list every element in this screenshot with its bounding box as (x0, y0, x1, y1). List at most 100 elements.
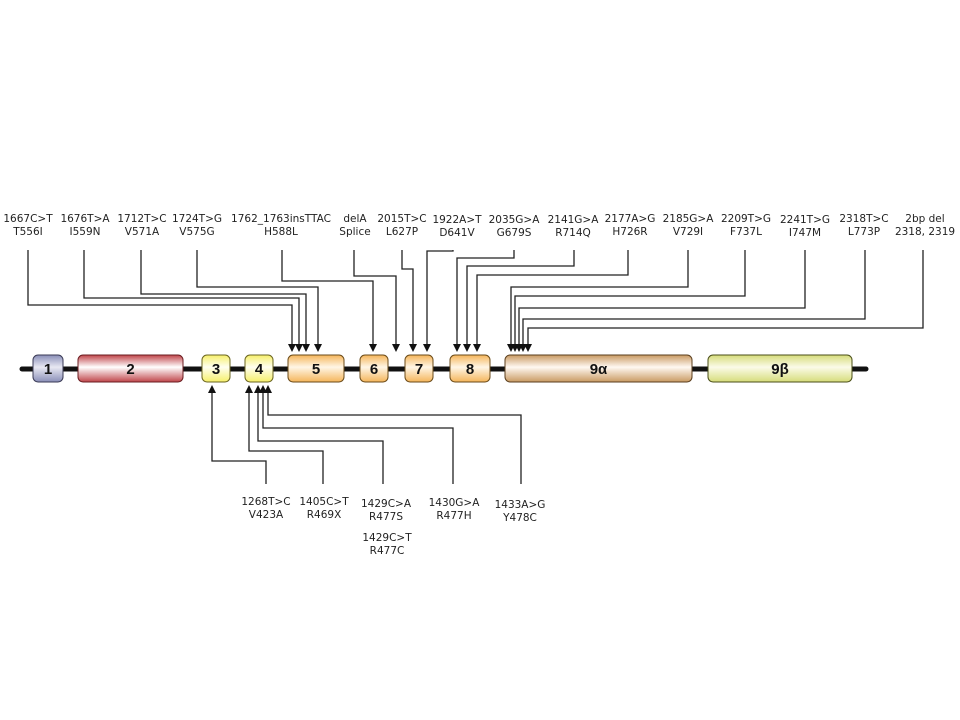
protein-change: R714Q (555, 227, 591, 239)
protein-change: Y478C (503, 512, 537, 524)
exon-10: 9β (707, 354, 853, 383)
exon-label: 9β (771, 361, 789, 378)
protein-change: Splice (339, 226, 371, 238)
protein-change: D641V (439, 227, 475, 239)
nucleotide-change: 1268T>C (241, 496, 291, 508)
mutation-connector-bottom (262, 393, 454, 484)
mutation-connector-top (83, 250, 300, 344)
mutation-connector-top (510, 250, 689, 344)
nucleotide-change: 1676T>A (60, 213, 110, 225)
exon-label: 3 (212, 361, 220, 378)
nucleotide-change: 2241T>G (779, 214, 831, 226)
protein-change: R477H (436, 510, 472, 522)
protein-change: R477C (369, 545, 405, 557)
mutation-connector-top (527, 250, 924, 344)
exon-5: 5 (287, 354, 345, 383)
mutation-connector-top (514, 250, 746, 344)
exon-label: 9α (590, 361, 608, 378)
exon-4: 4 (244, 354, 274, 383)
protein-change: 2318, 2319 (894, 226, 956, 238)
mutation-connector-top (27, 250, 293, 344)
protein-change: I747M (788, 227, 822, 239)
exon-box (504, 354, 693, 383)
exon-7: 7 (404, 354, 434, 383)
exon-box (449, 354, 491, 383)
nucleotide-change: 2015T>C (377, 213, 427, 225)
nucleotide-change: 2318T>C (839, 213, 889, 225)
protein-change: T556I (13, 226, 43, 238)
exon-box (359, 354, 389, 383)
nucleotide-change: 2177A>G (604, 213, 656, 225)
exon-label: 1 (44, 361, 52, 378)
protein-change: V729I (672, 226, 704, 238)
nucleotide-change: 1429C>T (362, 532, 412, 544)
exon-label: 4 (255, 361, 264, 378)
protein-change: F737L (730, 226, 762, 238)
mutation-connector-top (456, 250, 515, 344)
arrowhead-down (295, 344, 303, 352)
mutation-connectors (27, 250, 924, 484)
protein-change: R477S (368, 511, 404, 523)
mutation-connector-bottom (211, 393, 267, 484)
nucleotide-change: 1433A>G (494, 499, 546, 511)
mutation-connector-top (466, 250, 575, 344)
nucleotide-change: 2035G>A (488, 214, 540, 226)
arrowhead-down (524, 344, 532, 352)
exon-3: 3 (201, 354, 231, 383)
arrowhead-up (264, 385, 272, 393)
nucleotide-change: 2bp del (905, 213, 945, 225)
protein-change: I559N (69, 226, 101, 238)
arrowhead-down (302, 344, 310, 352)
arrowhead-down (369, 344, 377, 352)
nucleotide-change: delA (343, 213, 367, 225)
mutation-connector-top (426, 250, 454, 344)
nucleotide-change: 1922A>T (432, 214, 482, 226)
arrowhead-down (423, 344, 431, 352)
arrowhead-down (453, 344, 461, 352)
exon-box (287, 354, 345, 383)
protein-change: V571A (124, 226, 160, 238)
mutation-connector-top (353, 250, 397, 344)
mutation-connector-top (518, 250, 806, 344)
exon-1: 1 (32, 354, 64, 383)
mutation-connector-top (401, 250, 414, 344)
nucleotide-change: 2141G>A (547, 214, 599, 226)
protein-change: V423A (248, 509, 284, 521)
nucleotide-change: 1712T>C (117, 213, 167, 225)
mutation-connector-bottom (248, 393, 324, 484)
protein-change: G679S (496, 227, 532, 239)
arrowhead-down (392, 344, 400, 352)
exon-box (201, 354, 231, 383)
exon-label: 6 (370, 361, 378, 378)
protein-change: V575G (179, 226, 215, 238)
nucleotide-change: 1405C>T (299, 496, 349, 508)
protein-change: H726R (612, 226, 648, 238)
exon-box (404, 354, 434, 383)
arrowhead-down (314, 344, 322, 352)
protein-change: L627P (385, 226, 419, 238)
exon-box (77, 354, 184, 383)
nucleotide-change: 2185G>A (662, 213, 714, 225)
nucleotide-change: 1667C>T (3, 213, 53, 225)
mutation-connector-top (140, 250, 307, 344)
protein-change: L773P (847, 226, 881, 238)
exon-label: 8 (466, 361, 474, 378)
exon-box (32, 354, 64, 383)
exon-label: 5 (312, 361, 320, 378)
arrowhead-down (473, 344, 481, 352)
arrowhead-up (245, 385, 253, 393)
